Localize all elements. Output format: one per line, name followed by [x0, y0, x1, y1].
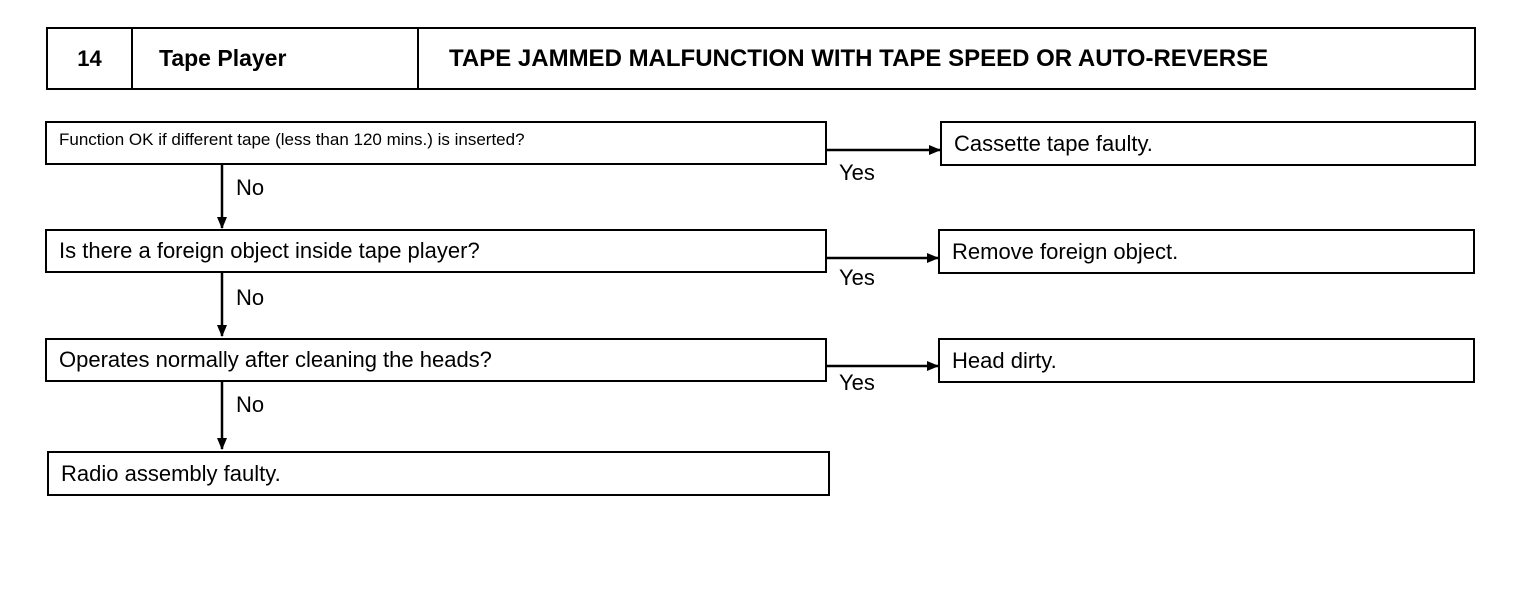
final-result-box: Radio assembly faulty.	[47, 451, 830, 496]
procedure-header: 14 Tape Player TAPE JAMMED MALFUNCTION W…	[46, 27, 1476, 90]
system-name: Tape Player	[133, 29, 419, 88]
question-box-3: Operates normally after cleaning the hea…	[45, 338, 827, 382]
question-box-1: Function OK if different tape (less than…	[45, 121, 827, 165]
procedure-title: TAPE JAMMED MALFUNCTION WITH TAPE SPEED …	[449, 44, 1269, 72]
result-box-3: Head dirty.	[938, 338, 1475, 383]
result-box-2: Remove foreign object.	[938, 229, 1475, 274]
yes-label-1: Yes	[839, 160, 875, 185]
question-box-2: Is there a foreign object inside tape pl…	[45, 229, 827, 273]
yes-label-2: Yes	[839, 265, 875, 290]
yes-label-3: Yes	[839, 370, 875, 395]
procedure-number: 14	[48, 29, 133, 88]
no-label-1: No	[236, 175, 265, 200]
no-label-2: No	[236, 285, 265, 310]
result-box-1: Cassette tape faulty.	[940, 121, 1476, 166]
no-label-3: No	[236, 392, 265, 417]
